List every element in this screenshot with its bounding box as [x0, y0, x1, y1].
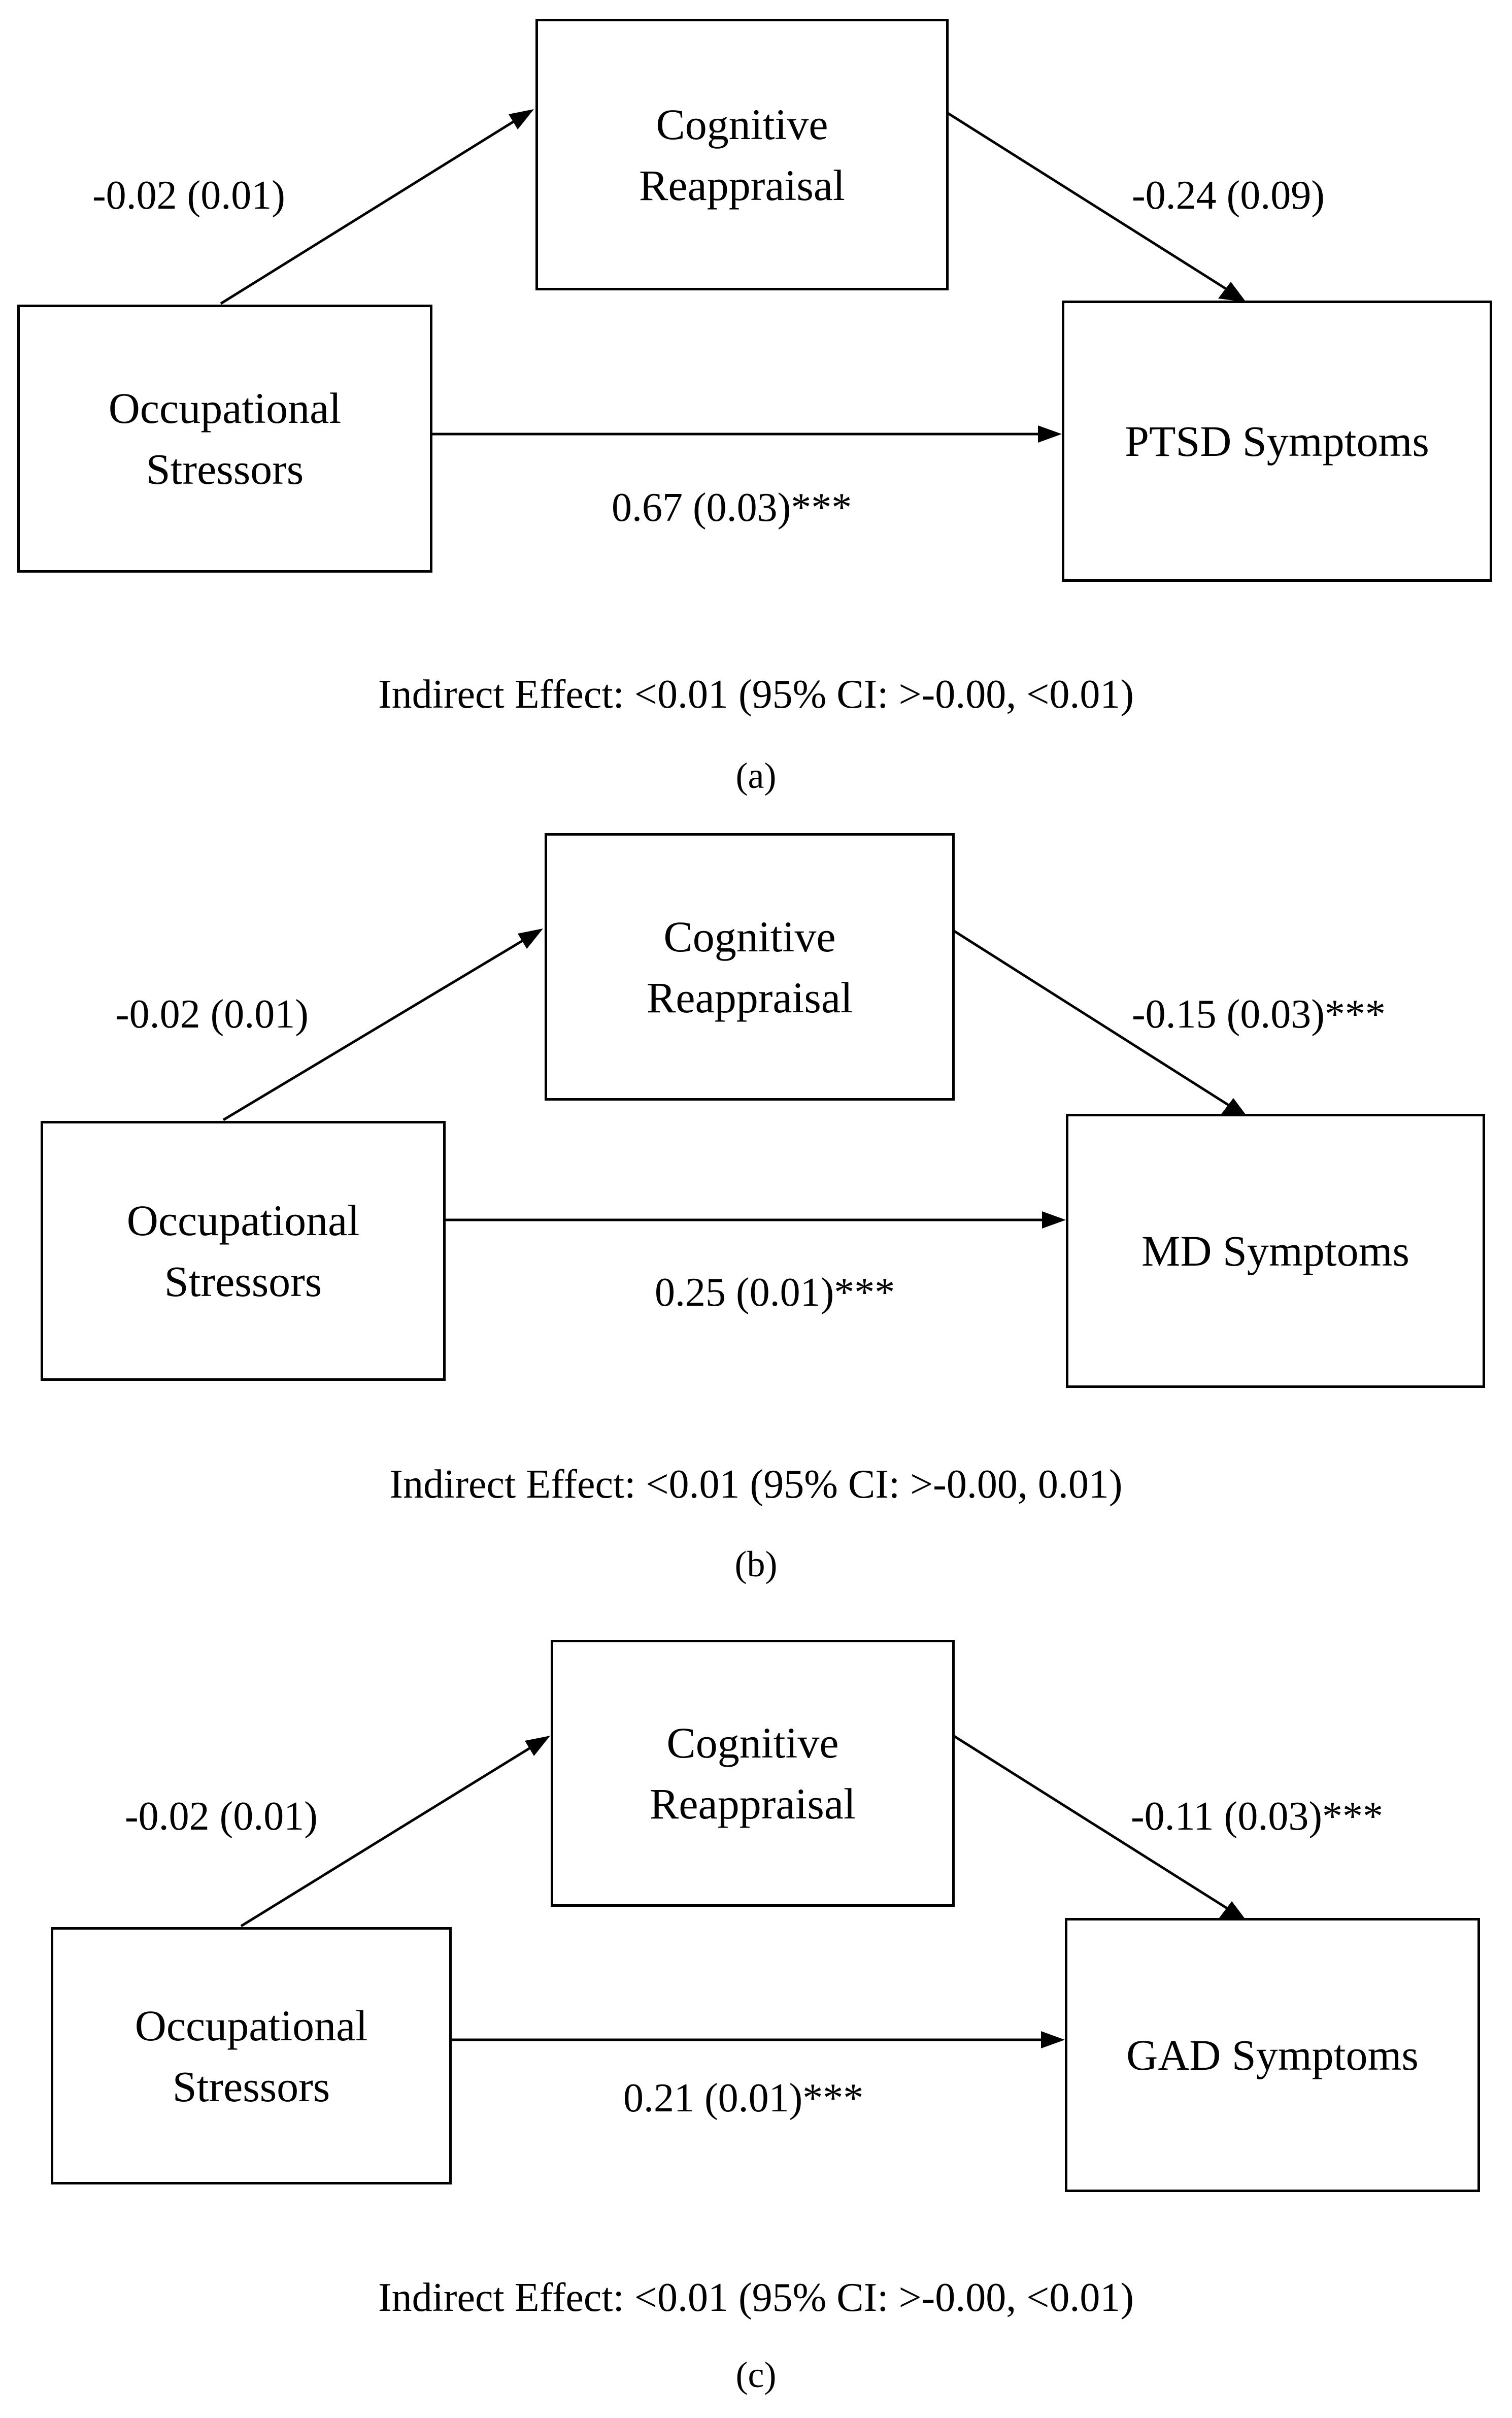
mediator-box: Cognitive Reappraisal: [535, 19, 949, 290]
mediator-label-line1: Cognitive: [656, 100, 828, 149]
mediator-box: Cognitive Reappraisal: [551, 1640, 955, 1907]
predictor-label-line1: Occupational: [135, 2001, 368, 2050]
mediator-label-line2: Reappraisal: [639, 160, 845, 210]
panel-b: Occupational Stressors Cognitive Reappra…: [0, 811, 1512, 1611]
path-b-coefficient: -0.24 (0.09): [1132, 173, 1325, 218]
path-c-arrowhead: [1038, 425, 1062, 443]
mediator-label-line2: Reappraisal: [647, 973, 853, 1022]
path-c-coefficient: 0.67 (0.03)***: [612, 485, 852, 530]
mediator-label-line1: Cognitive: [663, 912, 836, 961]
predictor-label-line1: Occupational: [108, 384, 342, 433]
path-c-coefficient: 0.25 (0.01)***: [655, 1270, 895, 1315]
path-b-arrow: [953, 1735, 1235, 1914]
panel-a-arrows: [220, 109, 1246, 443]
path-b-arrow: [953, 930, 1237, 1111]
path-a-arrowhead: [509, 109, 534, 129]
path-b-arrowhead: [1219, 1901, 1247, 1922]
path-b-arrowhead: [1218, 282, 1246, 302]
path-b-arrow: [946, 111, 1234, 295]
outcome-label: MD Symptoms: [1141, 1227, 1410, 1275]
predictor-label-line2: Stressors: [146, 445, 304, 493]
panel-c: Occupational Stressors Cognitive Reappra…: [0, 1618, 1512, 2418]
indirect-effect: Indirect Effect: <0.01 (95% CI: >-0.00, …: [378, 672, 1134, 717]
predictor-label-line1: Occupational: [126, 1196, 360, 1245]
outcome-label: PTSD Symptoms: [1125, 417, 1429, 466]
panel-label: (c): [735, 2355, 777, 2395]
panel-b-arrows: [222, 929, 1249, 1229]
path-b-coefficient: -0.11 (0.03)***: [1131, 1794, 1383, 1839]
mediator-label-line2: Reappraisal: [650, 1779, 856, 1828]
path-a-arrow: [220, 111, 529, 305]
panel-a: Occupational Stressors Cognitive Reappra…: [0, 0, 1512, 800]
predictor-label-line2: Stressors: [172, 2062, 330, 2111]
path-a-coefficient: -0.02 (0.01): [125, 1794, 318, 1839]
mediator-box: Cognitive Reappraisal: [545, 833, 955, 1101]
outcome-box: MD Symptoms: [1066, 1114, 1485, 1388]
path-a-coefficient: -0.02 (0.01): [92, 173, 285, 218]
path-a-arrowhead: [525, 1736, 550, 1756]
outcome-label: GAD Symptoms: [1126, 2031, 1419, 2079]
path-b-arrowhead: [1221, 1098, 1249, 1118]
predictor-box: Occupational Stressors: [51, 1927, 452, 2184]
indirect-effect: Indirect Effect: <0.01 (95% CI: >-0.00, …: [389, 1462, 1123, 1507]
outcome-box: GAD Symptoms: [1065, 1918, 1480, 2192]
path-c-arrowhead: [1042, 1211, 1066, 1229]
path-c-coefficient: 0.21 (0.01)***: [623, 2076, 864, 2121]
path-b-coefficient: -0.15 (0.03)***: [1132, 992, 1386, 1037]
predictor-label-line2: Stressors: [164, 1257, 322, 1306]
path-a-arrowhead: [518, 929, 543, 949]
mediator-label-line1: Cognitive: [666, 1718, 839, 1767]
panel-label: (b): [734, 1544, 778, 1584]
predictor-box: Occupational Stressors: [17, 305, 432, 573]
path-a-arrow: [240, 1738, 545, 1928]
outcome-box: PTSD Symptoms: [1062, 301, 1492, 582]
path-a-coefficient: -0.02 (0.01): [116, 992, 309, 1037]
panel-label: (a): [735, 755, 777, 796]
predictor-box: Occupational Stressors: [41, 1121, 446, 1381]
path-c-arrowhead: [1041, 2031, 1065, 2048]
panel-c-arrows: [240, 1735, 1247, 2048]
path-a-arrow: [222, 931, 538, 1121]
indirect-effect: Indirect Effect: <0.01 (95% CI: >-0.00, …: [378, 2275, 1134, 2320]
